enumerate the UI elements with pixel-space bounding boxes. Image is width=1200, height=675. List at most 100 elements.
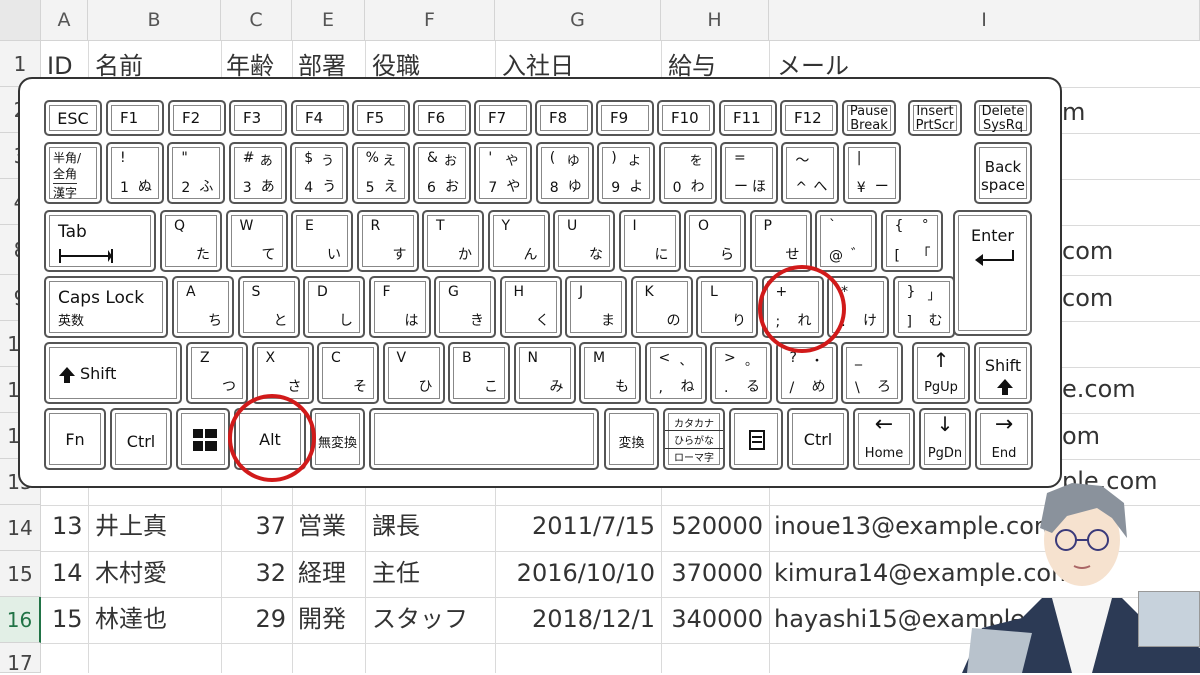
cell-g16[interactable]: 2018/12/1 bbox=[531, 605, 655, 633]
column-header-i[interactable]: I bbox=[769, 0, 1200, 41]
key-shift-right: Shift bbox=[974, 342, 1032, 404]
cell-g1[interactable]: 入社日 bbox=[502, 52, 574, 80]
key-fn: Fn bbox=[44, 408, 106, 470]
cell-i8-partial[interactable]: com bbox=[1062, 237, 1114, 265]
select-all-corner[interactable] bbox=[0, 0, 41, 41]
tab-arrow-icon bbox=[59, 249, 113, 263]
key-ctrl-right: Ctrl bbox=[787, 408, 849, 470]
cell-c14[interactable]: 37 bbox=[255, 512, 286, 540]
highlight-circle-semicolon bbox=[758, 265, 846, 353]
cell-h16[interactable]: 340000 bbox=[671, 605, 763, 633]
column-header-b[interactable]: B bbox=[88, 0, 221, 41]
cell-h14[interactable]: 520000 bbox=[671, 512, 763, 540]
cell-f16[interactable]: スタッフ bbox=[372, 605, 468, 633]
column-header-c[interactable]: C bbox=[221, 0, 292, 41]
key-windows bbox=[176, 408, 230, 470]
shift-arrow-icon bbox=[997, 379, 1013, 395]
cell-c1[interactable]: 年齢 bbox=[226, 52, 274, 80]
key-f5: F5 bbox=[352, 100, 410, 136]
cell-i12-partial[interactable]: om bbox=[1062, 422, 1101, 450]
cell-i14[interactable]: inoue13@example.com bbox=[774, 512, 1058, 540]
cell-i9-partial[interactable]: com bbox=[1062, 284, 1114, 312]
key-space bbox=[369, 408, 599, 470]
cell-b14[interactable]: 井上真 bbox=[95, 512, 167, 540]
key-f7: F7 bbox=[474, 100, 532, 136]
row-header-14[interactable]: 14 bbox=[0, 505, 41, 551]
key-num-12: | ¥ー bbox=[842, 142, 901, 204]
avatar-thumbnail bbox=[1138, 591, 1200, 647]
cell-c15[interactable]: 32 bbox=[255, 559, 286, 587]
cell-a16[interactable]: 15 bbox=[52, 605, 83, 633]
cell-i15[interactable]: kimura14@example.com bbox=[774, 559, 1075, 587]
key-num-11: ～ ^へ bbox=[781, 142, 840, 204]
cell-f14[interactable]: 課長 bbox=[372, 512, 420, 540]
key-f8: F8 bbox=[535, 100, 593, 136]
key-menu bbox=[729, 408, 783, 470]
cell-a14[interactable]: 13 bbox=[52, 512, 83, 540]
cell-i2-partial[interactable]: m bbox=[1062, 98, 1086, 126]
key-hankaku-zenkaku: 半角/ 全角 漢字 bbox=[44, 142, 102, 204]
key-f3: F3 bbox=[229, 100, 287, 136]
key-q-row-10: `゛@ bbox=[815, 210, 877, 272]
cell-c16[interactable]: 29 bbox=[255, 605, 286, 633]
column-header-f[interactable]: F bbox=[365, 0, 495, 41]
cell-g14[interactable]: 2011/7/15 bbox=[531, 512, 655, 540]
key-pgup: ↑PgUp bbox=[912, 342, 970, 404]
cell-i11-partial[interactable]: e.com bbox=[1062, 375, 1136, 403]
cell-i1[interactable]: メール bbox=[777, 52, 849, 80]
key-shift-left: Shift bbox=[44, 342, 182, 404]
key-num-10: = ーほ bbox=[720, 142, 778, 204]
key-f10: F10 bbox=[657, 100, 715, 136]
key-f11: F11 bbox=[719, 100, 777, 136]
key-pgdn: ↓PgDn bbox=[919, 408, 971, 470]
key-z-row-7: <ね,、 bbox=[644, 342, 707, 404]
cell-a1[interactable]: ID bbox=[47, 52, 73, 80]
row-header-15[interactable]: 15 bbox=[0, 551, 41, 597]
column-header-g[interactable]: G bbox=[495, 0, 661, 41]
cell-h1[interactable]: 給与 bbox=[668, 52, 716, 80]
enter-arrow-icon bbox=[975, 250, 1014, 266]
keyboard-diagram: ESC F1 F2 F3 F4 F5 F6 F7 F8 F9 F10 F11 F… bbox=[18, 77, 1062, 488]
cell-f1[interactable]: 役職 bbox=[372, 52, 420, 80]
cell-g15[interactable]: 2016/10/10 bbox=[516, 559, 655, 587]
cell-e16[interactable]: 開発 bbox=[298, 605, 346, 633]
cell-e1[interactable]: 部署 bbox=[298, 52, 346, 80]
key-henkan: 変換 bbox=[604, 408, 659, 470]
column-header-e[interactable]: E bbox=[292, 0, 365, 41]
cell-b16[interactable]: 林達也 bbox=[95, 605, 167, 633]
key-f12: F12 bbox=[780, 100, 838, 136]
cell-e15[interactable]: 経理 bbox=[298, 559, 346, 587]
cell-b15[interactable]: 木村愛 bbox=[95, 559, 167, 587]
row-header-16[interactable]: 16 bbox=[0, 597, 41, 643]
column-header-a[interactable]: A bbox=[41, 0, 88, 41]
key-f6: F6 bbox=[413, 100, 471, 136]
cell-f15[interactable]: 主任 bbox=[372, 559, 420, 587]
key-a-row-11: }む]」 bbox=[892, 276, 955, 338]
cell-b1[interactable]: 名前 bbox=[95, 52, 143, 80]
cell-a15[interactable]: 14 bbox=[52, 559, 83, 587]
column-header-h[interactable]: H bbox=[661, 0, 769, 41]
cell-h15[interactable]: 370000 bbox=[671, 559, 763, 587]
cell-e14[interactable]: 営業 bbox=[298, 512, 346, 540]
row-header-17[interactable]: 17 bbox=[0, 643, 41, 675]
